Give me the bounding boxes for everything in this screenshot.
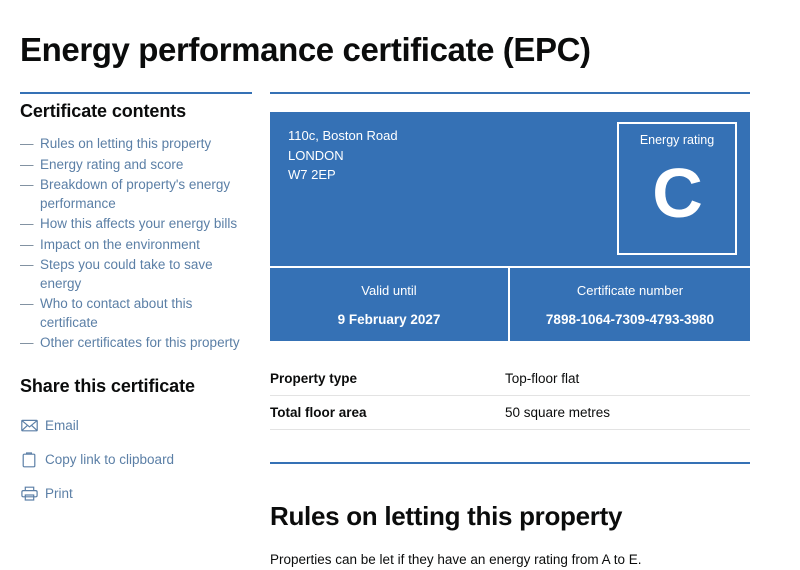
page-title: Energy performance certificate (EPC) [20, 31, 591, 69]
dash-bullet-icon: — [20, 257, 34, 272]
contents-item-who-to-contact[interactable]: — Who to contact about this certificate [20, 295, 252, 332]
contents-link[interactable]: Steps you could take to save energy [40, 257, 213, 291]
property-type-key: Property type [270, 371, 358, 386]
epc-page: Energy performance certificate (EPC) Cer… [20, 31, 750, 567]
contents-link[interactable]: Impact on the environment [40, 236, 200, 252]
contents-item-other-certificates[interactable]: — Other certificates for this property [20, 334, 252, 353]
share-link[interactable]: Print [45, 485, 73, 501]
section-top-rule [270, 462, 750, 464]
contents-link[interactable]: Rules on letting this property [40, 136, 212, 151]
address-line-2: LONDON [288, 147, 344, 163]
contents-link[interactable]: Breakdown of property's energy performan… [40, 177, 231, 211]
valid-until-label: Valid until [361, 283, 417, 298]
valid-until-cell: Valid until 9 February 2027 [270, 268, 510, 341]
contents-item-steps-to-save-energy[interactable]: — Steps you could take to save energy [20, 256, 252, 293]
printer-icon [20, 485, 38, 503]
share-link[interactable]: Email [45, 417, 79, 433]
dash-bullet-icon: — [20, 136, 34, 151]
certificate-number-value: 7898-1064-7309-4793-3980 [545, 312, 715, 327]
contents-item-impact-on-environment[interactable]: — Impact on the environment [20, 236, 252, 255]
certificate-contents-heading: Certificate contents [20, 101, 187, 121]
table-row: Property type Top-floor flat [270, 362, 750, 396]
share-item-copy-link[interactable]: Copy link to clipboard [20, 443, 252, 477]
energy-rating-label: Energy rating [639, 133, 715, 147]
total-floor-area-key: Total floor area [270, 405, 367, 420]
sidebar: Certificate contents — Rules on letting … [20, 100, 252, 511]
dash-bullet-icon: — [20, 177, 34, 192]
dash-bullet-icon: — [20, 296, 34, 311]
contents-link[interactable]: How this affects your energy bills [40, 216, 238, 231]
certificate-number-label: Certificate number [576, 283, 684, 298]
certificate-number-cell: Certificate number 7898-1064-7309-4793-3… [510, 268, 750, 341]
contents-item-breakdown-of-performance[interactable]: — Breakdown of property's energy perform… [20, 176, 252, 213]
section-heading-rules-on-letting: Rules on letting this property [270, 500, 623, 531]
certificate-panel-divider [270, 266, 750, 268]
envelope-icon [20, 417, 38, 435]
main-top-rule [270, 92, 750, 94]
section-paragraph: Properties can be let if they have an en… [270, 551, 642, 567]
share-link[interactable]: Copy link to clipboard [45, 451, 175, 467]
property-address: 110c, Boston Road LONDON W7 2EP [288, 126, 588, 185]
sidebar-top-rule [20, 92, 252, 94]
valid-until-value: 9 February 2027 [337, 312, 441, 327]
dash-bullet-icon: — [20, 156, 34, 172]
certificate-contents-list: — Rules on letting this property — Energ… [20, 135, 252, 353]
certificate-panel-top: 110c, Boston Road LONDON W7 2EP Energy r… [270, 112, 750, 266]
address-line-3: W7 2EP [288, 167, 336, 182]
certificate-panel-bottom: Valid until 9 February 2027 Certificate … [270, 268, 750, 341]
dash-bullet-icon: — [20, 335, 34, 350]
contents-item-energy-bills[interactable]: — How this affects your energy bills [20, 215, 252, 234]
address-line-1: 110c, Boston Road [288, 128, 398, 143]
share-certificate-heading: Share this certificate [20, 375, 195, 396]
contents-item-energy-rating-and-score[interactable]: — Energy rating and score [20, 156, 252, 175]
certificate-summary-panel: 110c, Boston Road LONDON W7 2EP Energy r… [270, 112, 750, 341]
clipboard-icon [20, 451, 38, 469]
share-item-print[interactable]: Print [20, 477, 252, 511]
property-details-table: Property type Top-floor flat Total floor… [270, 362, 750, 430]
share-list: Email Copy link to clipboard [20, 409, 252, 511]
energy-rating-letter: C [652, 154, 703, 232]
contents-link[interactable]: Energy rating and score [40, 156, 184, 172]
share-item-email[interactable]: Email [20, 409, 252, 443]
dash-bullet-icon: — [20, 216, 34, 231]
contents-link[interactable]: Who to contact about this certificate [40, 296, 193, 330]
property-type-value: Top-floor flat [505, 371, 580, 386]
energy-rating-badge: Energy rating C [617, 122, 737, 255]
contents-item-rules-on-letting[interactable]: — Rules on letting this property [20, 135, 252, 154]
dash-bullet-icon: — [20, 236, 34, 252]
contents-link[interactable]: Other certificates for this property [40, 335, 240, 350]
table-row: Total floor area 50 square metres [270, 396, 750, 430]
total-floor-area-value: 50 square metres [505, 405, 611, 420]
